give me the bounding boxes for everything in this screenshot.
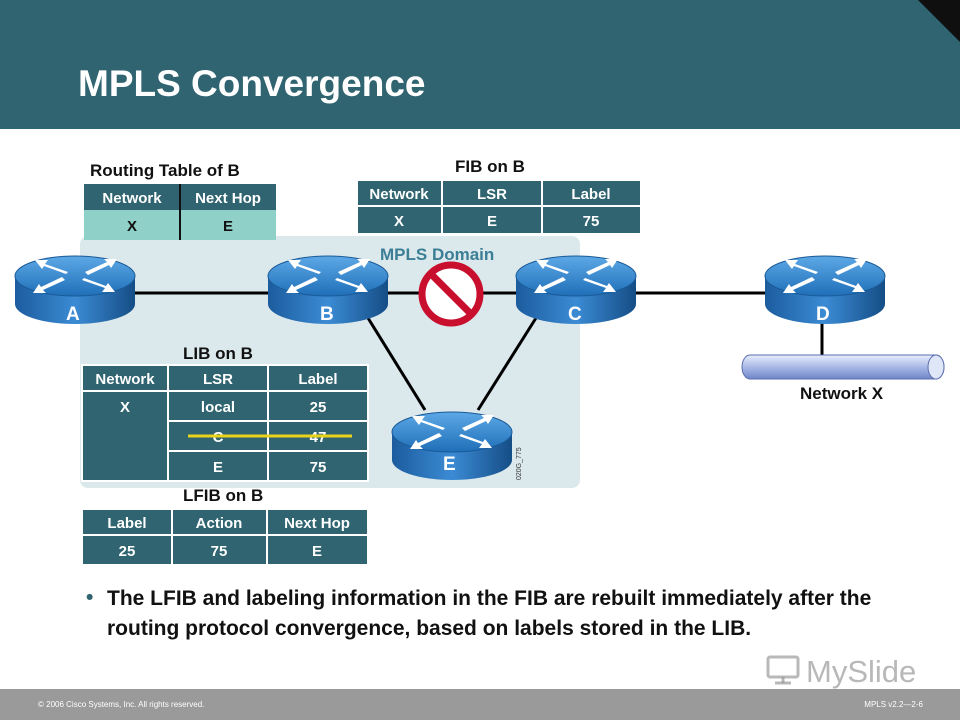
link-down-icon (418, 261, 484, 327)
lib-cell-r3-label (267, 450, 369, 482)
router-c-label: C (568, 304, 582, 325)
fib-cell-lsr: E (487, 213, 497, 230)
lib-cell-r3-label-text: 75 (310, 459, 327, 476)
lfib-header-nexthop: Next Hop (284, 515, 350, 532)
router-b-label: B (320, 304, 334, 325)
network-x-label: Network X (800, 384, 884, 403)
fib-row-cell-1 (356, 205, 443, 235)
lfib-cell-action: 75 (211, 543, 228, 560)
routing-table-title: Routing Table of B (90, 161, 240, 180)
lib-cell-r3-lsr-text: E (213, 459, 223, 476)
lfib-row-cell-3 (266, 534, 369, 566)
footer-bar: © 2006 Cisco Systems, Inc. All rights re… (0, 689, 960, 720)
footer-copyright: © 2006 Cisco Systems, Inc. All rights re… (38, 700, 205, 709)
fib-header-label: Label (571, 186, 610, 203)
link-c-e (476, 317, 538, 411)
fib-title: FIB on B (455, 157, 525, 176)
lfib-header-cell-3 (266, 508, 369, 536)
lfib-cell-nexthop: E (312, 543, 322, 560)
mpls-domain-label: MPLS Domain (380, 245, 494, 264)
fib-cell-label: 75 (583, 213, 600, 230)
routing-table-header-network: Network (102, 190, 162, 207)
lib-network-cell (81, 390, 169, 482)
lfib-header-action: Action (196, 515, 243, 532)
router-e-label: E (443, 454, 456, 475)
fib-row-cell-2 (441, 205, 543, 235)
lib-cell-r1-label-text: 25 (310, 399, 327, 416)
fib-header-lsr: LSR (477, 186, 507, 203)
fib-header-cell-1 (356, 179, 443, 207)
bullet-text: The LFIB and labeling information in the… (107, 587, 872, 640)
routing-table-cell-nexthop: E (223, 218, 233, 235)
bullet-marker: • (86, 586, 94, 609)
figure-id: 020G_775 (516, 447, 523, 480)
routing-table-cell-network: X (127, 218, 137, 235)
slide-title: MPLS Convergence (78, 63, 426, 104)
lib-title: LIB on B (183, 344, 253, 363)
corner-decoration (918, 0, 960, 42)
routing-table-header-nexthop: Next Hop (195, 190, 261, 207)
lfib-header-cell-2 (171, 508, 268, 536)
lfib-title: LFIB on B (183, 486, 263, 505)
network-x-end (927, 354, 945, 380)
footer-course: MPLS v2.2—2-6 (864, 700, 923, 709)
lfib-cell-label: 25 (119, 543, 136, 560)
network-x-segment (741, 354, 945, 380)
lib-header-cell-3 (267, 364, 369, 392)
lfib-header-label: Label (107, 515, 146, 532)
lib-header-network: Network (95, 371, 155, 388)
lib-cell-r1-label (267, 390, 369, 422)
lib-cell-r1-lsr-text: local (201, 399, 235, 416)
fib-header-cell-3 (541, 179, 642, 207)
lib-header-label: Label (298, 371, 337, 388)
title-bar (0, 0, 960, 129)
lib-header-lsr: LSR (203, 371, 233, 388)
watermark-text: MySlide (806, 654, 917, 689)
lib-cell-network: X (120, 399, 130, 416)
router-a-label: A (66, 304, 80, 325)
link-b-e (366, 317, 427, 411)
lib-cell-r3-lsr (167, 450, 269, 482)
fib-row-cell-3 (541, 205, 642, 235)
fib-cell-network: X (394, 213, 404, 230)
fib-header-network: Network (369, 186, 429, 203)
slideshow-icon (766, 655, 800, 685)
router-d-label: D (816, 304, 830, 325)
